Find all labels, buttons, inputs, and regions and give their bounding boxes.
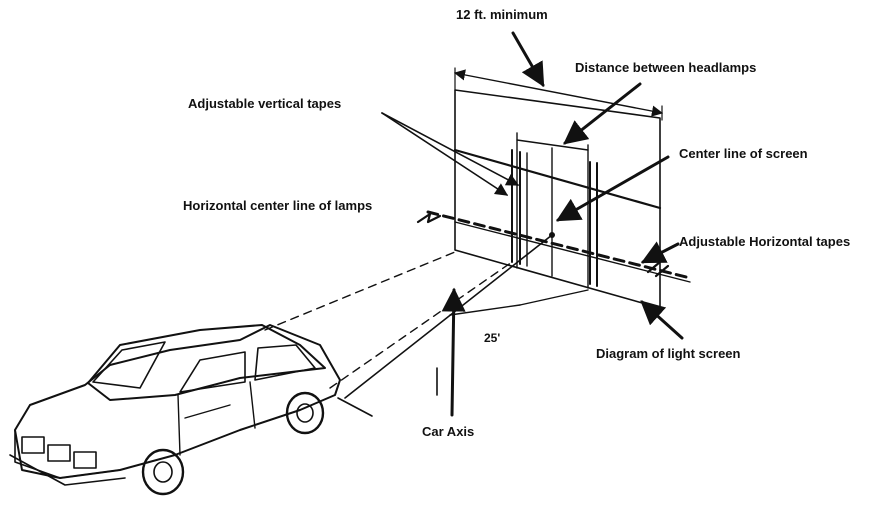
center-line-screen-label: Center line of screen bbox=[679, 146, 808, 161]
horizontal-tape bbox=[454, 221, 691, 283]
vertical-tapes-label: Adjustable vertical tapes bbox=[188, 96, 341, 111]
beam-lines bbox=[264, 234, 553, 399]
horizontal-tapes-label: Adjustable Horizontal tapes bbox=[679, 234, 850, 249]
vertical-tapes bbox=[511, 149, 598, 287]
lamp-center-line bbox=[426, 210, 692, 280]
width-dimension-line bbox=[453, 67, 664, 121]
distance-25-line bbox=[449, 289, 589, 316]
car-illustration bbox=[9, 324, 341, 496]
leader-arrows bbox=[381, 31, 684, 417]
lamp-line-marker bbox=[416, 212, 442, 224]
headlamp-distance-label: Distance between headlamps bbox=[575, 60, 756, 75]
upper-horizontal-tape bbox=[453, 148, 662, 210]
light-screen bbox=[416, 67, 692, 309]
car-axis-label: Car Axis bbox=[422, 424, 474, 439]
horizontal-center-lamps-label: Horizontal center line of lamps bbox=[183, 198, 372, 213]
headlamp-distance-bracket bbox=[516, 132, 589, 289]
distance-25-label: 25' bbox=[484, 331, 500, 345]
screen-diagram-label: Diagram of light screen bbox=[596, 346, 741, 361]
car-axis-tick bbox=[337, 397, 373, 417]
horizontal-tape-marker bbox=[646, 260, 670, 278]
min-width-label: 12 ft. minimum bbox=[456, 7, 548, 22]
